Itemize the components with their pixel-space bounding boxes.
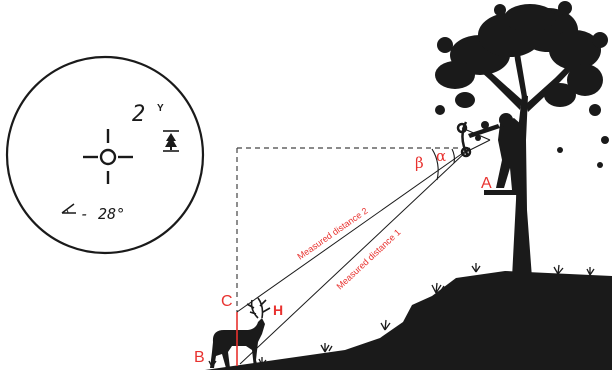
hunter xyxy=(456,113,524,195)
distance-unit: Y xyxy=(157,103,164,114)
angle-readout: - 28° xyxy=(80,205,125,223)
tree-trunk xyxy=(512,95,532,278)
terrain xyxy=(205,263,612,370)
crosshair-icon xyxy=(83,129,133,184)
angle-alpha-arc xyxy=(451,148,455,164)
height-label: H xyxy=(273,302,283,318)
point-b-label: B xyxy=(194,349,205,366)
measured-distance-1-label: Measured distance 1 xyxy=(335,227,403,291)
tree-stand-platform xyxy=(484,190,524,195)
scope-view: 2 Y - 28° xyxy=(5,55,205,255)
compound-bow-icon xyxy=(456,121,491,158)
tree xyxy=(435,1,609,278)
measured-distance-2-line xyxy=(236,147,471,313)
distance-value: 2 xyxy=(132,102,145,127)
angle-alpha-label: α xyxy=(436,147,446,165)
tree-canopy xyxy=(435,1,609,168)
hill-highlight xyxy=(229,267,612,365)
deer-antlers xyxy=(246,297,271,319)
point-c-label: C xyxy=(221,293,233,310)
hill-slope xyxy=(205,271,612,370)
geometry-lines xyxy=(236,147,471,366)
angle-beta-label: β xyxy=(415,154,424,172)
hunter-body xyxy=(496,118,524,190)
deer xyxy=(210,297,271,368)
angle-icon xyxy=(61,203,76,214)
scope-circle xyxy=(5,55,205,255)
point-a-label: A xyxy=(481,175,492,192)
tree-mode-icon xyxy=(163,130,179,152)
hunter-head xyxy=(499,113,513,127)
angle-beta-arc xyxy=(431,148,439,181)
measured-distance-1-line xyxy=(239,147,471,365)
